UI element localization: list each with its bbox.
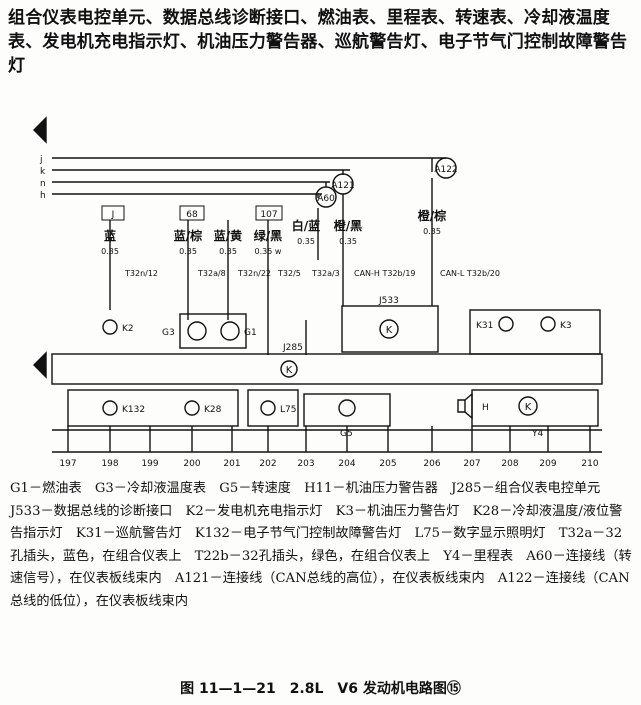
side-label-h: h [40,191,46,201]
wire-labels: 蓝 0.35 T32n/12 蓝/棕 0.35 T32a/8 蓝/黄 0.35 … [101,208,500,278]
connector-a122-label: A122 [434,165,457,175]
ref-box-j: J [111,210,115,220]
figure-caption: 图 11—1—21 2.8L V6 发动机电路图⑮ [180,681,461,697]
wire-6-pin: CAN-L T32b/20 [440,269,500,278]
column-200: 200 [183,459,200,469]
component-l75: L75 [280,405,296,415]
column-numbers: 197 198 199 200 201 202 203 204 205 206 … [59,459,598,469]
component-h1: H [482,403,489,413]
component-y4: Y4 [531,429,543,439]
wire-1-color: 蓝/棕 [174,228,202,243]
wire-2-size: 0.35 [219,247,237,256]
column-199: 199 [141,459,158,469]
component-g5: G5 [340,429,353,439]
diagram-heading: 组合仪表电控单元、数据总线诊断接口、燃油表、里程表、转速表、冷却液温度表、发电机… [8,8,628,76]
component-j285: J285 [282,343,303,353]
wire-5-pin: CAN-H T32b/19 [354,269,416,278]
wire-4-size: 0.35 [297,237,315,246]
continuation-arrow-top [33,116,47,144]
column-198: 198 [101,459,118,469]
component-k3: K3 [560,321,572,331]
column-209: 209 [539,459,556,469]
ref-box-107: 107 [260,210,277,220]
component-g1: G1 [244,328,257,338]
connector-a60-label: A60 [317,194,335,204]
component-legend: G1－燃油表 G3－冷却液温度表 G5－转速度 H11－机油压力警告器 J285… [10,481,632,609]
column-210: 210 [581,459,598,469]
component-k28: K28 [204,405,222,415]
wiring-diagram: A60 A121 A122 j k n h J 68 107 蓝 0.35 T3… [33,116,603,469]
wire-1-size: 0.35 [179,247,197,256]
wire-3-size: 0.35 w [255,247,282,256]
wire-2-color: 蓝/黄 [214,228,242,243]
column-203: 203 [297,459,314,469]
connector-a121-label: A121 [331,181,354,191]
wire-2-pin: T32n/22 [237,269,271,278]
column-206: 206 [423,459,440,469]
side-label-j: j [39,155,43,165]
wire-1-pin: T32a/8 [197,269,226,278]
continuation-arrow-middle [33,351,47,379]
j533-symbol: K [386,325,393,336]
wire-6-color: 橙/棕 [418,208,446,223]
component-k31: K31 [476,321,493,331]
side-label-k: k [40,167,46,177]
column-197: 197 [59,459,76,469]
wire-0-pin: T32n/12 [124,269,158,278]
column-204: 204 [338,459,355,469]
ref-box-68: 68 [186,210,198,220]
component-k132: K132 [122,405,145,415]
component-j533: J533 [378,296,399,306]
side-label-n: n [40,179,46,189]
j285-symbol: K [286,365,293,376]
wire-6-size: 0.35 [423,227,441,236]
wire-0-size: 0.35 [101,247,119,256]
column-202: 202 [259,459,276,469]
wire-5-color: 橙/黑 [334,218,362,233]
column-205: 205 [379,459,396,469]
component-g3: G3 [162,328,175,338]
column-201: 201 [223,459,240,469]
wire-0-color: 蓝 [104,228,116,243]
wire-3-pin: T32/5 [277,269,301,278]
y4-symbol: K [525,402,532,413]
wire-4-pin: T32a/3 [311,269,340,278]
component-k2: K2 [122,324,134,334]
wire-3-color: 绿/黑 [254,228,282,243]
column-208: 208 [501,459,518,469]
wire-5-size: 0.35 [339,237,357,246]
column-207: 207 [463,459,480,469]
wire-4-color: 白/蓝 [292,218,320,233]
